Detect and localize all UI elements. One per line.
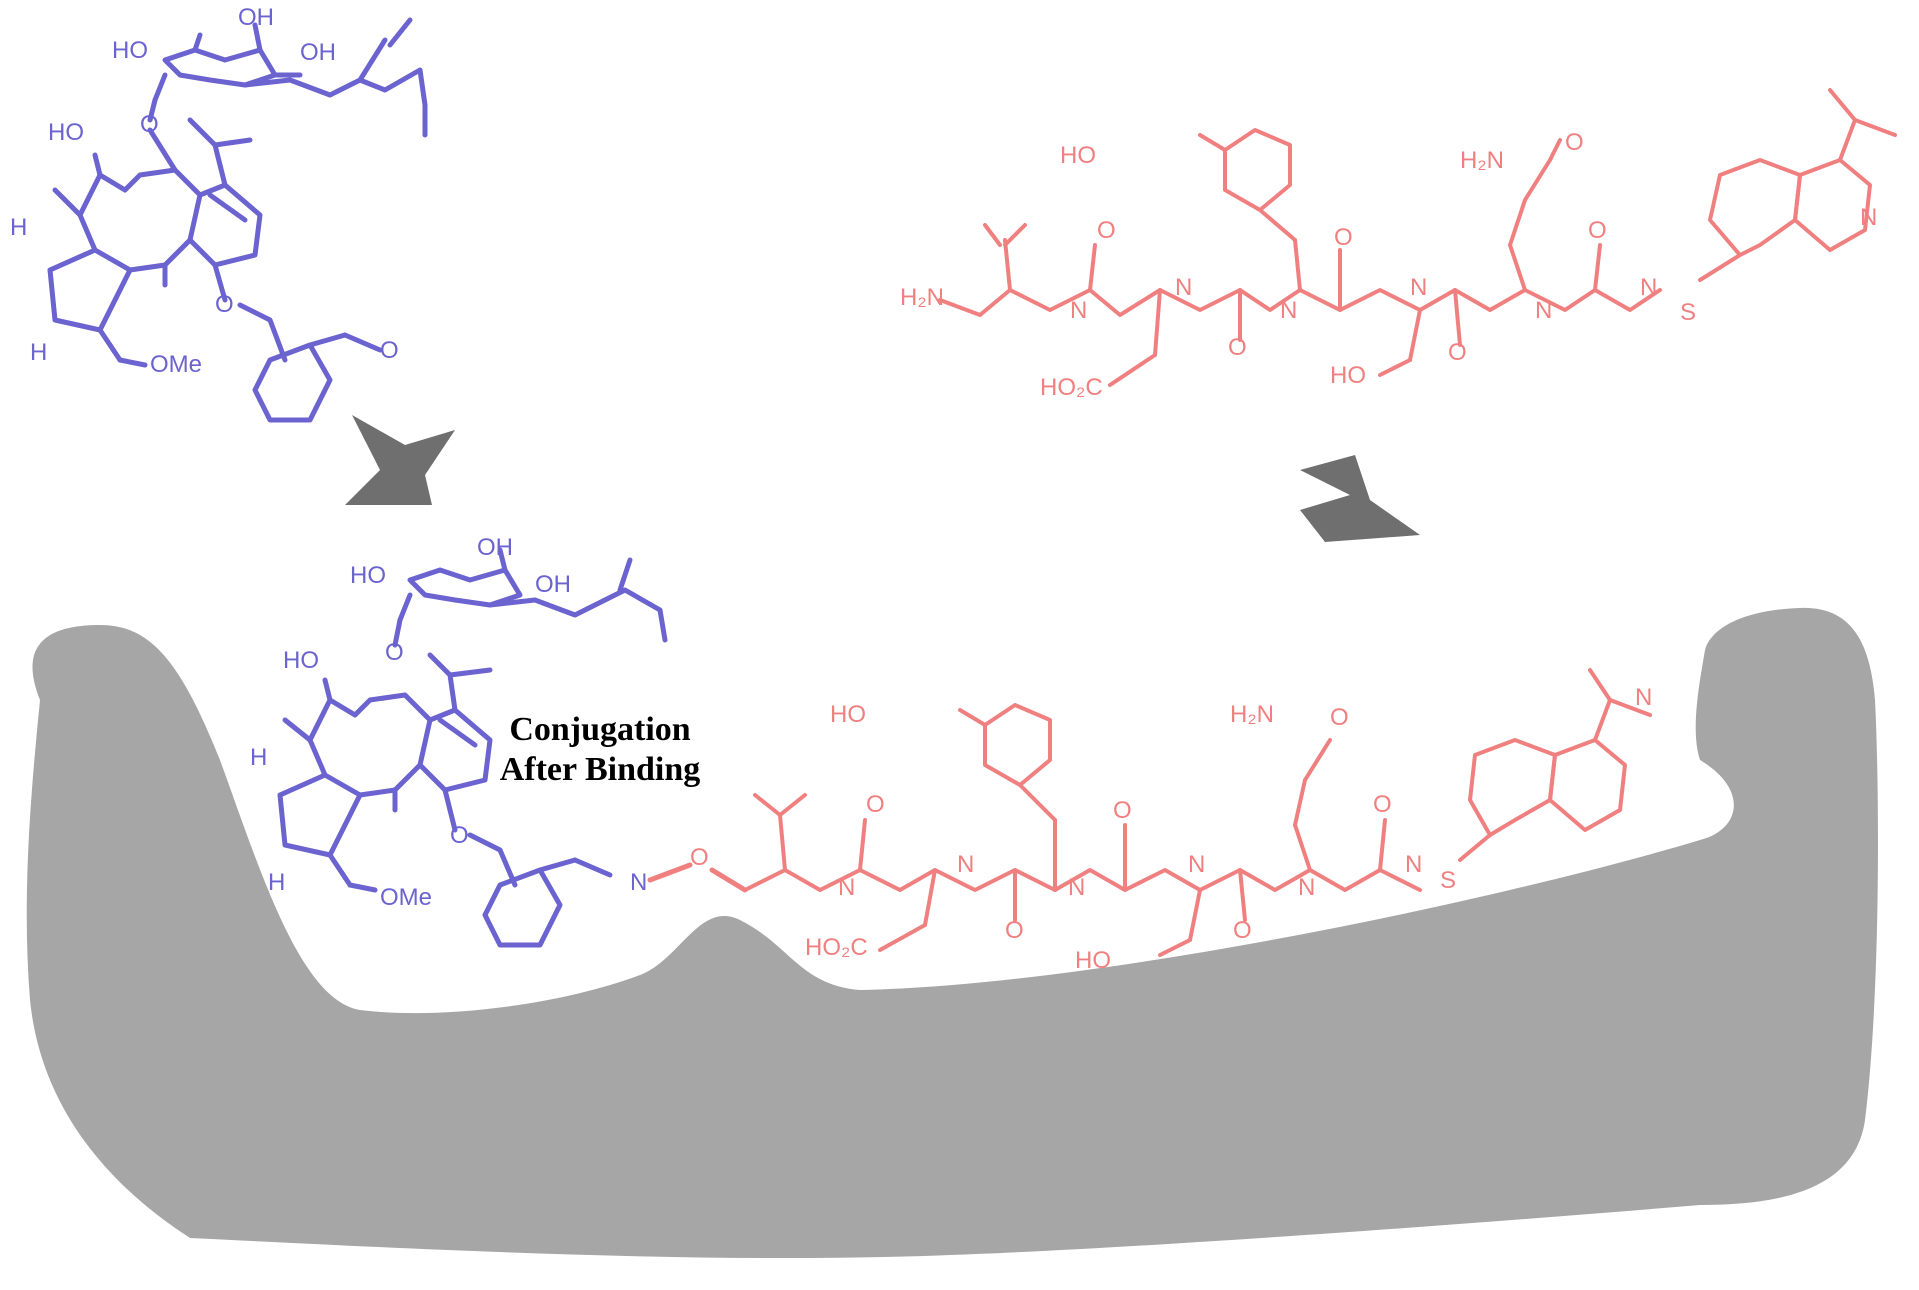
- nh-label: N: [1298, 874, 1315, 901]
- down-arrow-icon: [1300, 455, 1420, 542]
- oxygen-label: O: [215, 291, 234, 318]
- nh-label: N: [838, 874, 855, 901]
- phenol-label: HO: [1060, 142, 1096, 169]
- hydrogen-label: H: [10, 214, 27, 241]
- carbonyl-oxygen-label: O: [1097, 217, 1116, 244]
- methoxy-label: OMe: [150, 351, 202, 378]
- carbonyl-oxygen-label: O: [1228, 334, 1247, 361]
- nh-label: N: [1410, 274, 1427, 301]
- carbonyl-oxygen-label: O: [1565, 129, 1584, 156]
- hydroxyl-label: OH: [477, 534, 513, 561]
- nh-label: N: [1535, 297, 1552, 324]
- hydrogen-label: H: [268, 869, 285, 896]
- conjugation-caption: Conjugation After Binding: [470, 710, 730, 790]
- amide-label: H₂N: [1230, 701, 1274, 728]
- peptide-bound-labels: HO HO₂C HO H₂N N N N N N N O O O O O O S…: [805, 684, 1652, 974]
- small-molecule-bound-labels: HO OH OH HO O H H OMe O N: [250, 534, 647, 911]
- hydrogen-label: H: [250, 744, 267, 771]
- hydroxyl-label: HO: [350, 562, 386, 589]
- hydroxyl-label: OH: [238, 4, 274, 31]
- hydroxyl-label: HO: [1330, 362, 1366, 389]
- small-molecule-top: [47, 17, 428, 423]
- carbonyl-oxygen-label: O: [1113, 797, 1132, 824]
- carbonyl-oxygen-label: O: [1005, 917, 1024, 944]
- amine-label: H₂N: [900, 284, 944, 311]
- oxime-oxygen-label: O: [690, 844, 709, 871]
- dimethylamino-label: N: [1860, 204, 1877, 231]
- oxygen-label: O: [385, 639, 404, 666]
- caption-line-1: Conjugation: [509, 711, 691, 748]
- nh-label: N: [1188, 851, 1205, 878]
- hydroxyl-label: OH: [300, 39, 336, 66]
- aldehyde-oxygen-label: O: [380, 337, 399, 364]
- nh-label: N: [1068, 874, 1085, 901]
- peptide-top-labels: H₂N HO HO₂C HO H₂N N N N N N N O O O O O…: [900, 129, 1877, 401]
- hydroxyl-label: HO: [283, 647, 319, 674]
- oxime-linker: [647, 862, 748, 893]
- nh-label: N: [957, 851, 974, 878]
- hydrogen-label: H: [30, 339, 47, 366]
- hydroxyl-label: OH: [535, 571, 571, 598]
- carbonyl-oxygen-label: O: [1330, 704, 1349, 731]
- down-arrow-icon: [345, 415, 455, 505]
- oxygen-label: O: [450, 822, 469, 849]
- carbonyl-oxygen-label: O: [1233, 917, 1252, 944]
- dimethylamino-label: N: [1635, 684, 1652, 711]
- caption-line-2: After Binding: [499, 751, 701, 788]
- hydroxyl-label: HO: [1075, 947, 1111, 974]
- amide-label: H₂N: [1460, 147, 1504, 174]
- phenol-label: HO: [830, 701, 866, 728]
- carbonyl-oxygen-label: O: [1448, 339, 1467, 366]
- nh-label: N: [1175, 274, 1192, 301]
- hydroxyl-label: HO: [112, 37, 148, 64]
- nh-label: N: [1405, 851, 1422, 878]
- carbonyl-oxygen-label: O: [1373, 791, 1392, 818]
- nh-label: N: [1280, 297, 1297, 324]
- binding-pocket: [26, 607, 1878, 1259]
- carbonyl-oxygen-label: O: [1334, 224, 1353, 251]
- nh-label: N: [1640, 274, 1657, 301]
- oxygen-label: O: [140, 111, 159, 138]
- sulfonyl-label: S: [1680, 299, 1696, 326]
- nh-label: N: [1070, 297, 1087, 324]
- imine-nitrogen-label: N: [630, 869, 647, 896]
- small-molecule-bound: [277, 547, 668, 948]
- peptide-top: [938, 88, 1897, 387]
- hydroxyl-label: HO: [48, 119, 84, 146]
- sulfonyl-label: S: [1440, 867, 1456, 894]
- methoxy-label: OMe: [380, 884, 432, 911]
- peptide-bound: [743, 668, 1652, 957]
- carbonyl-oxygen-label: O: [866, 791, 885, 818]
- acid-label: HO₂C: [805, 934, 868, 961]
- small-molecule-top-labels: HO OH OH HO O H H OMe O O: [10, 4, 399, 378]
- carbonyl-oxygen-label: O: [1588, 217, 1607, 244]
- acid-label: HO₂C: [1040, 374, 1103, 401]
